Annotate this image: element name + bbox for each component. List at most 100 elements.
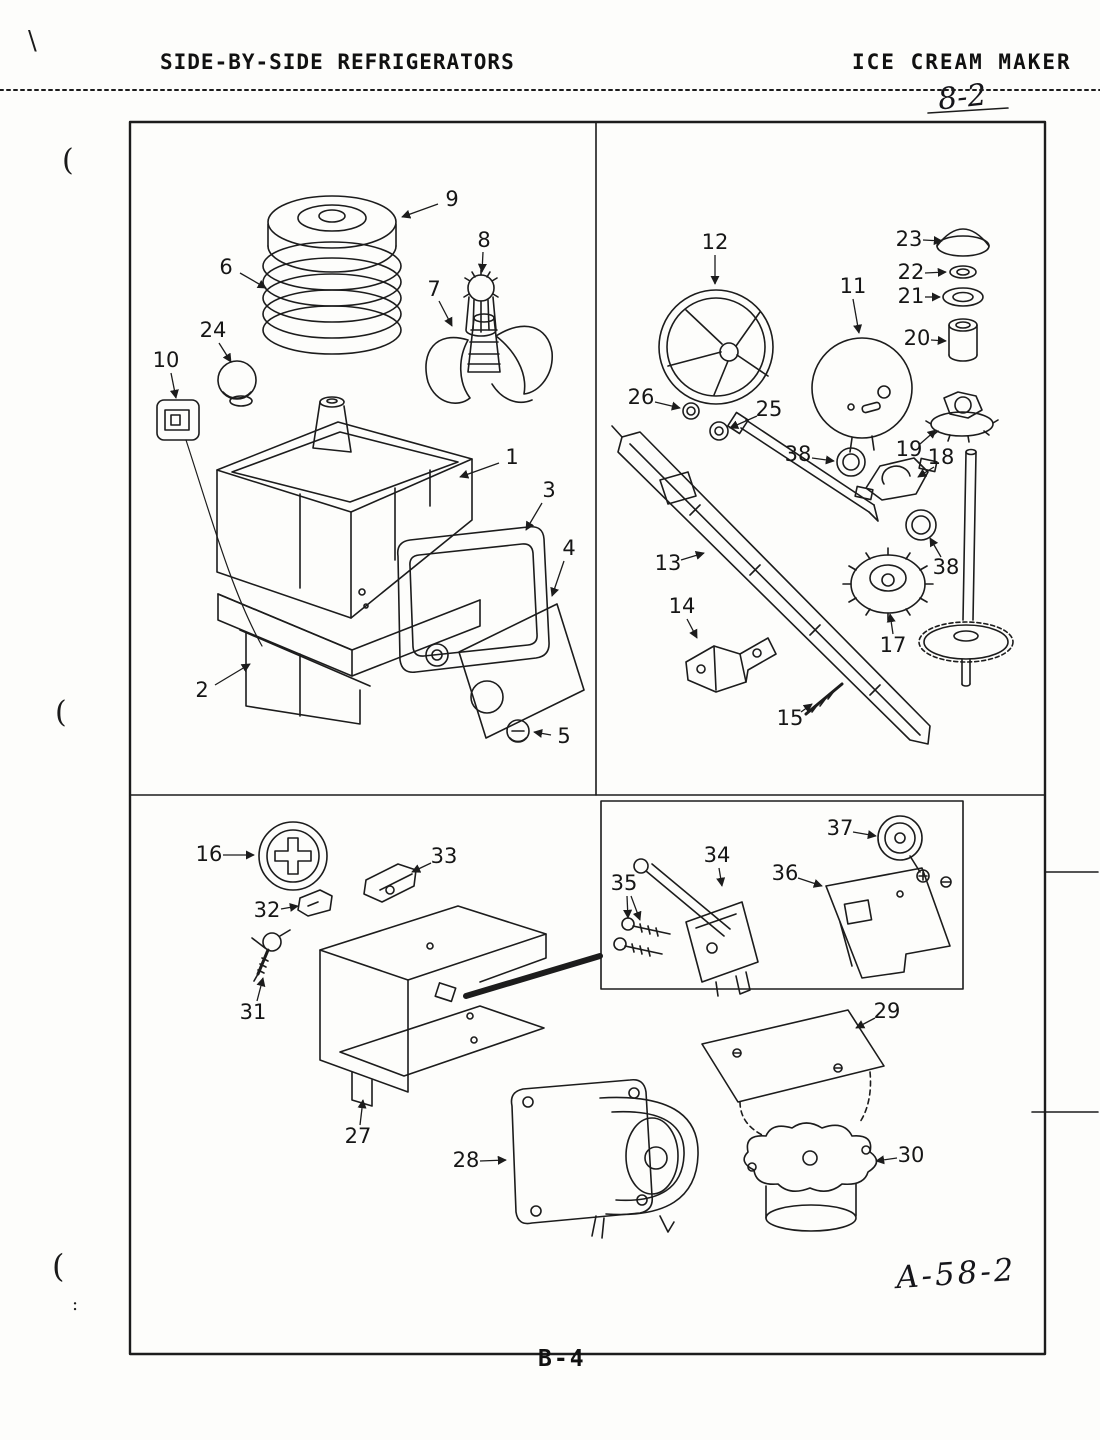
leader-line-26 xyxy=(654,401,681,411)
leader-line-20 xyxy=(930,335,947,345)
callout-20: 20 xyxy=(904,326,931,350)
part-drive-cap xyxy=(258,821,328,891)
page-header-left: SIDE-BY-SIDE REFRIGERATORS xyxy=(160,50,515,74)
callout-2: 2 xyxy=(195,678,208,702)
leader-line-35 xyxy=(623,895,633,919)
part-pulley-assembly xyxy=(262,195,402,355)
leader-line-22 xyxy=(924,267,947,277)
scan-artifact: ( xyxy=(55,695,67,730)
scan-artifact: \ xyxy=(28,26,37,56)
callout-30: 30 xyxy=(898,1143,925,1167)
callout-22: 22 xyxy=(898,260,925,284)
leader-line-19 xyxy=(919,429,937,445)
leader-line-23 xyxy=(922,236,943,246)
callout-3: 3 xyxy=(542,478,555,502)
page-number: B-4 xyxy=(538,1346,586,1372)
part-bevel-gear xyxy=(842,547,934,621)
part-gear-shaft xyxy=(918,448,1014,687)
leader-line-11 xyxy=(852,298,863,334)
part-thumbscrew xyxy=(506,719,530,743)
callout-18: 18 xyxy=(928,445,955,469)
leader-line-34 xyxy=(716,867,726,887)
callout-29: 29 xyxy=(874,999,901,1023)
part-cover-plate xyxy=(701,1009,885,1137)
callout-38: 38 xyxy=(785,442,812,466)
leader-line-38 xyxy=(929,537,942,558)
part-grommet xyxy=(217,360,257,407)
callout-37: 37 xyxy=(827,816,854,840)
callout-14: 14 xyxy=(669,594,696,618)
leader-line-4 xyxy=(550,560,565,597)
callout-15: 15 xyxy=(777,706,804,730)
part-bearing-stack xyxy=(936,228,990,362)
leader-line-32 xyxy=(280,902,299,912)
callout-23: 23 xyxy=(896,227,923,251)
leader-line-28 xyxy=(479,1155,507,1165)
leader-line-3 xyxy=(525,502,543,531)
part-retainer-pin xyxy=(804,682,844,716)
part-drive-shaft xyxy=(726,411,879,522)
callout-38: 38 xyxy=(933,555,960,579)
scan-artifact: : xyxy=(72,1294,79,1315)
part-ring-upper xyxy=(836,447,866,477)
part-mounting-bracket-z xyxy=(685,637,777,693)
leader-line-30 xyxy=(875,1155,898,1165)
margin-tick-marks xyxy=(1031,871,1099,1113)
callout-24: 24 xyxy=(200,318,227,342)
leader-line-7 xyxy=(438,300,453,327)
part-evaporator-plate xyxy=(396,525,550,674)
part-switch-plate xyxy=(825,867,951,979)
part-shaft-nut xyxy=(682,402,700,420)
part-motor-bracket xyxy=(319,905,547,1107)
part-clip-small xyxy=(297,889,333,917)
part-clip-large xyxy=(363,863,417,903)
part-switch-block xyxy=(156,399,263,647)
scan-artifact: ( xyxy=(62,143,74,178)
header-rule xyxy=(0,89,1100,114)
inset-box xyxy=(600,800,964,990)
part-screws xyxy=(613,917,671,957)
leader-line-1 xyxy=(459,462,500,479)
callout-28: 28 xyxy=(453,1148,480,1172)
callout-31: 31 xyxy=(240,1000,267,1024)
leader-line-31 xyxy=(256,977,266,1002)
callout-17: 17 xyxy=(880,633,907,657)
callout-34: 34 xyxy=(704,843,731,867)
callout-5: 5 xyxy=(557,724,570,748)
part-housing xyxy=(216,396,473,619)
callout-10: 10 xyxy=(153,348,180,372)
part-switch-arm xyxy=(633,858,759,997)
callout-21: 21 xyxy=(898,284,925,308)
callout-7: 7 xyxy=(427,277,440,301)
callout-1: 1 xyxy=(505,445,518,469)
callout-33: 33 xyxy=(431,844,458,868)
part-drive-housing xyxy=(743,1122,878,1232)
callout-27: 27 xyxy=(345,1124,372,1148)
leader-line-10 xyxy=(169,372,179,399)
callout-16: 16 xyxy=(196,842,223,866)
leader-line-35 xyxy=(630,895,642,921)
leader-line-2 xyxy=(214,663,251,686)
part-base-plate xyxy=(217,593,481,725)
callout-36: 36 xyxy=(772,861,799,885)
leader-line-24 xyxy=(218,342,232,363)
callout-35: 35 xyxy=(611,871,638,895)
callout-26: 26 xyxy=(628,385,655,409)
callout-9: 9 xyxy=(445,187,458,211)
handwriting-underline xyxy=(927,107,1009,114)
callout-19: 19 xyxy=(896,437,923,461)
part-blade xyxy=(425,313,553,404)
leader-line-18 xyxy=(917,466,935,478)
part-clutch-disc xyxy=(811,337,913,453)
part-shaft-clamp xyxy=(854,457,938,501)
part-flange-nut xyxy=(925,391,999,443)
leader-line-33 xyxy=(411,862,432,873)
callout-6: 6 xyxy=(219,255,232,279)
leader-line-38 xyxy=(811,455,835,465)
part-shaft-washer xyxy=(709,421,729,441)
scan-artifact: ( xyxy=(52,1247,65,1285)
part-drive-wheel xyxy=(658,289,774,405)
